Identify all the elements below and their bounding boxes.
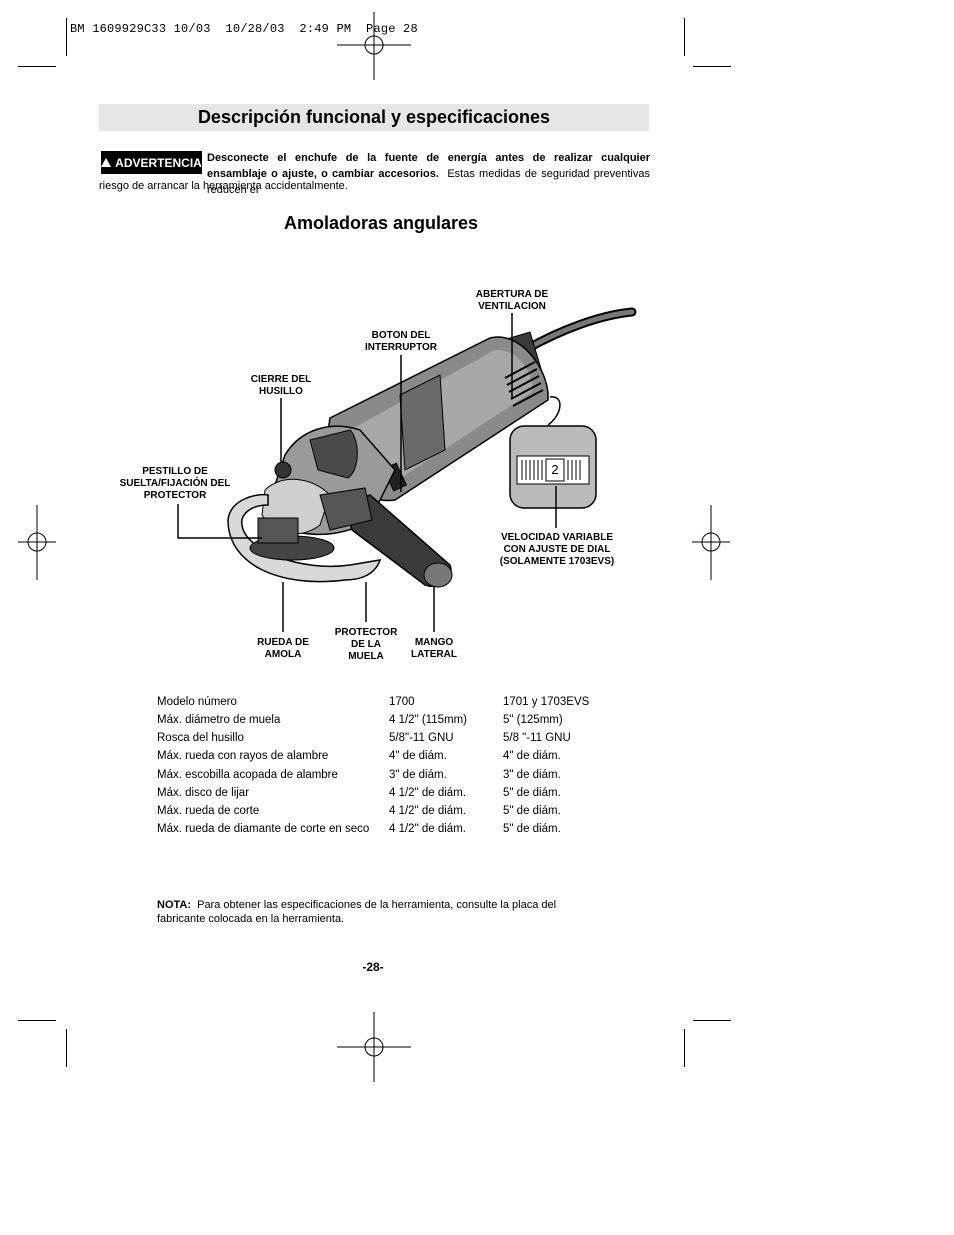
label-line: SUELTA/FIJACIÓN DEL (119, 478, 231, 489)
label-line: RUEDA DE (257, 637, 309, 648)
spec-value-1701: 3" de diám. (503, 769, 561, 781)
warning-text: Desconecte el enchufe de la fuente de en… (207, 150, 650, 198)
spec-value-1700: 1700 (389, 696, 415, 708)
section-title: Descripción funcional y especificaciones (197, 107, 551, 127)
label-line: VELOCIDAD VARIABLE (500, 532, 614, 543)
label-line: CON AJUSTE DE DIAL (503, 544, 611, 555)
warning-badge-label: ADVERTENCIA (115, 155, 202, 170)
spec-label: Máx. rueda de corte (157, 805, 260, 817)
label-line: ABERTURA DE (475, 289, 549, 300)
spec-value-1700: 5/8"-11 GNU (389, 732, 454, 744)
note: NOTA: Para obtener las especificaciones … (157, 898, 597, 926)
warning-text-line1: Estas medidas de seguridad preventivas r… (207, 168, 650, 196)
label-wheel-guard: PROTECTOR DE LA MUELA (326, 627, 406, 663)
label-line: HUSILLO (259, 386, 303, 397)
label-line: AMOLA (264, 649, 302, 660)
print-slug: BM 1609929C33 10/03 10/28/03 2:49 PM Pag… (70, 22, 418, 36)
speed-dial-number: 2 (551, 462, 559, 477)
label-line: BOTON DEL (371, 330, 431, 341)
label-switch-button: BOTON DEL INTERRUPTOR (351, 330, 451, 354)
note-text: Para obtener las especificaciones de la … (157, 899, 557, 925)
label-side-handle: MANGO LATERAL (394, 637, 474, 661)
label-line: PESTILLO DE (142, 466, 208, 477)
label-line: MUELA (348, 651, 384, 662)
section-header: Descripción funcional y especificaciones (99, 104, 649, 131)
spec-value-1700: 4 1/2" de diám. (389, 805, 466, 817)
label-grinding-wheel: RUEDA DE AMOLA (243, 637, 323, 661)
label-line: PROTECTOR (334, 627, 398, 638)
spec-value-1700: 3" de diám. (389, 769, 447, 781)
label-line: INTERRUPTOR (364, 342, 438, 353)
spec-value-1701: 5/8 "-11 GNU (503, 732, 571, 744)
label-line: MANGO (414, 637, 454, 648)
note-label: NOTA: (157, 899, 192, 911)
spec-value-1700: 4 1/2" (115mm) (389, 714, 468, 726)
warning-text-line2: riesgo de arrancar la herramienta accide… (99, 180, 348, 192)
spec-value-1700: 4 1/2" de diám. (389, 787, 466, 799)
warning-badge: ADVERTENCIA (101, 151, 202, 174)
spec-value-1701: 5" de diám. (503, 823, 561, 835)
spec-label: Máx. rueda con rayos de alambre (157, 750, 329, 762)
label-line: LATERAL (411, 649, 457, 660)
spec-value-1700: 4 1/2" de diám. (389, 823, 466, 835)
warning-triangle-icon (101, 158, 112, 167)
label-guard-latch: PESTILLO DE SUELTA/FIJACIÓN DEL PROTECTO… (115, 466, 235, 502)
label-line: CIERRE DEL (250, 374, 312, 385)
spec-value-1701: 1701 y 1703EVS (503, 696, 590, 708)
spec-label: Modelo número (157, 696, 237, 708)
spec-label: Máx. diámetro de muela (157, 714, 281, 726)
label-line: DE LA (351, 639, 381, 650)
label-line: (SOLAMENTE 1703EVS) (499, 556, 615, 567)
spec-label: Máx. disco de lijar (157, 787, 250, 799)
subtitle: Amoladoras angulares (284, 213, 479, 233)
spec-value-1701: 5" de diám. (503, 805, 561, 817)
label-spindle-lock: CIERRE DEL HUSILLO (231, 374, 331, 398)
spec-value-1701: 5" (125mm) (503, 714, 563, 726)
spec-value-1701: 5" de diám. (503, 787, 561, 799)
spec-label: Máx. rueda de diamante de corte en seco (157, 823, 370, 835)
label-line: PROTECTOR (143, 490, 207, 501)
spec-value-1701: 4" de diám. (503, 750, 561, 762)
page-number: -28- (362, 960, 384, 974)
label-line: VENTILACION (478, 301, 546, 312)
label-variable-speed: VELOCIDAD VARIABLE CON AJUSTE DE DIAL (S… (496, 532, 618, 568)
spec-label: Máx. escobilla acopada de alambre (157, 769, 338, 781)
spec-value-1700: 4" de diám. (389, 750, 447, 762)
label-vent-opening: ABERTURA DE VENTILACION (462, 289, 562, 313)
spec-label: Rosca del husillo (157, 732, 244, 744)
warning-bold-text: Desconecte el enchufe de la fuente de en… (207, 152, 650, 180)
